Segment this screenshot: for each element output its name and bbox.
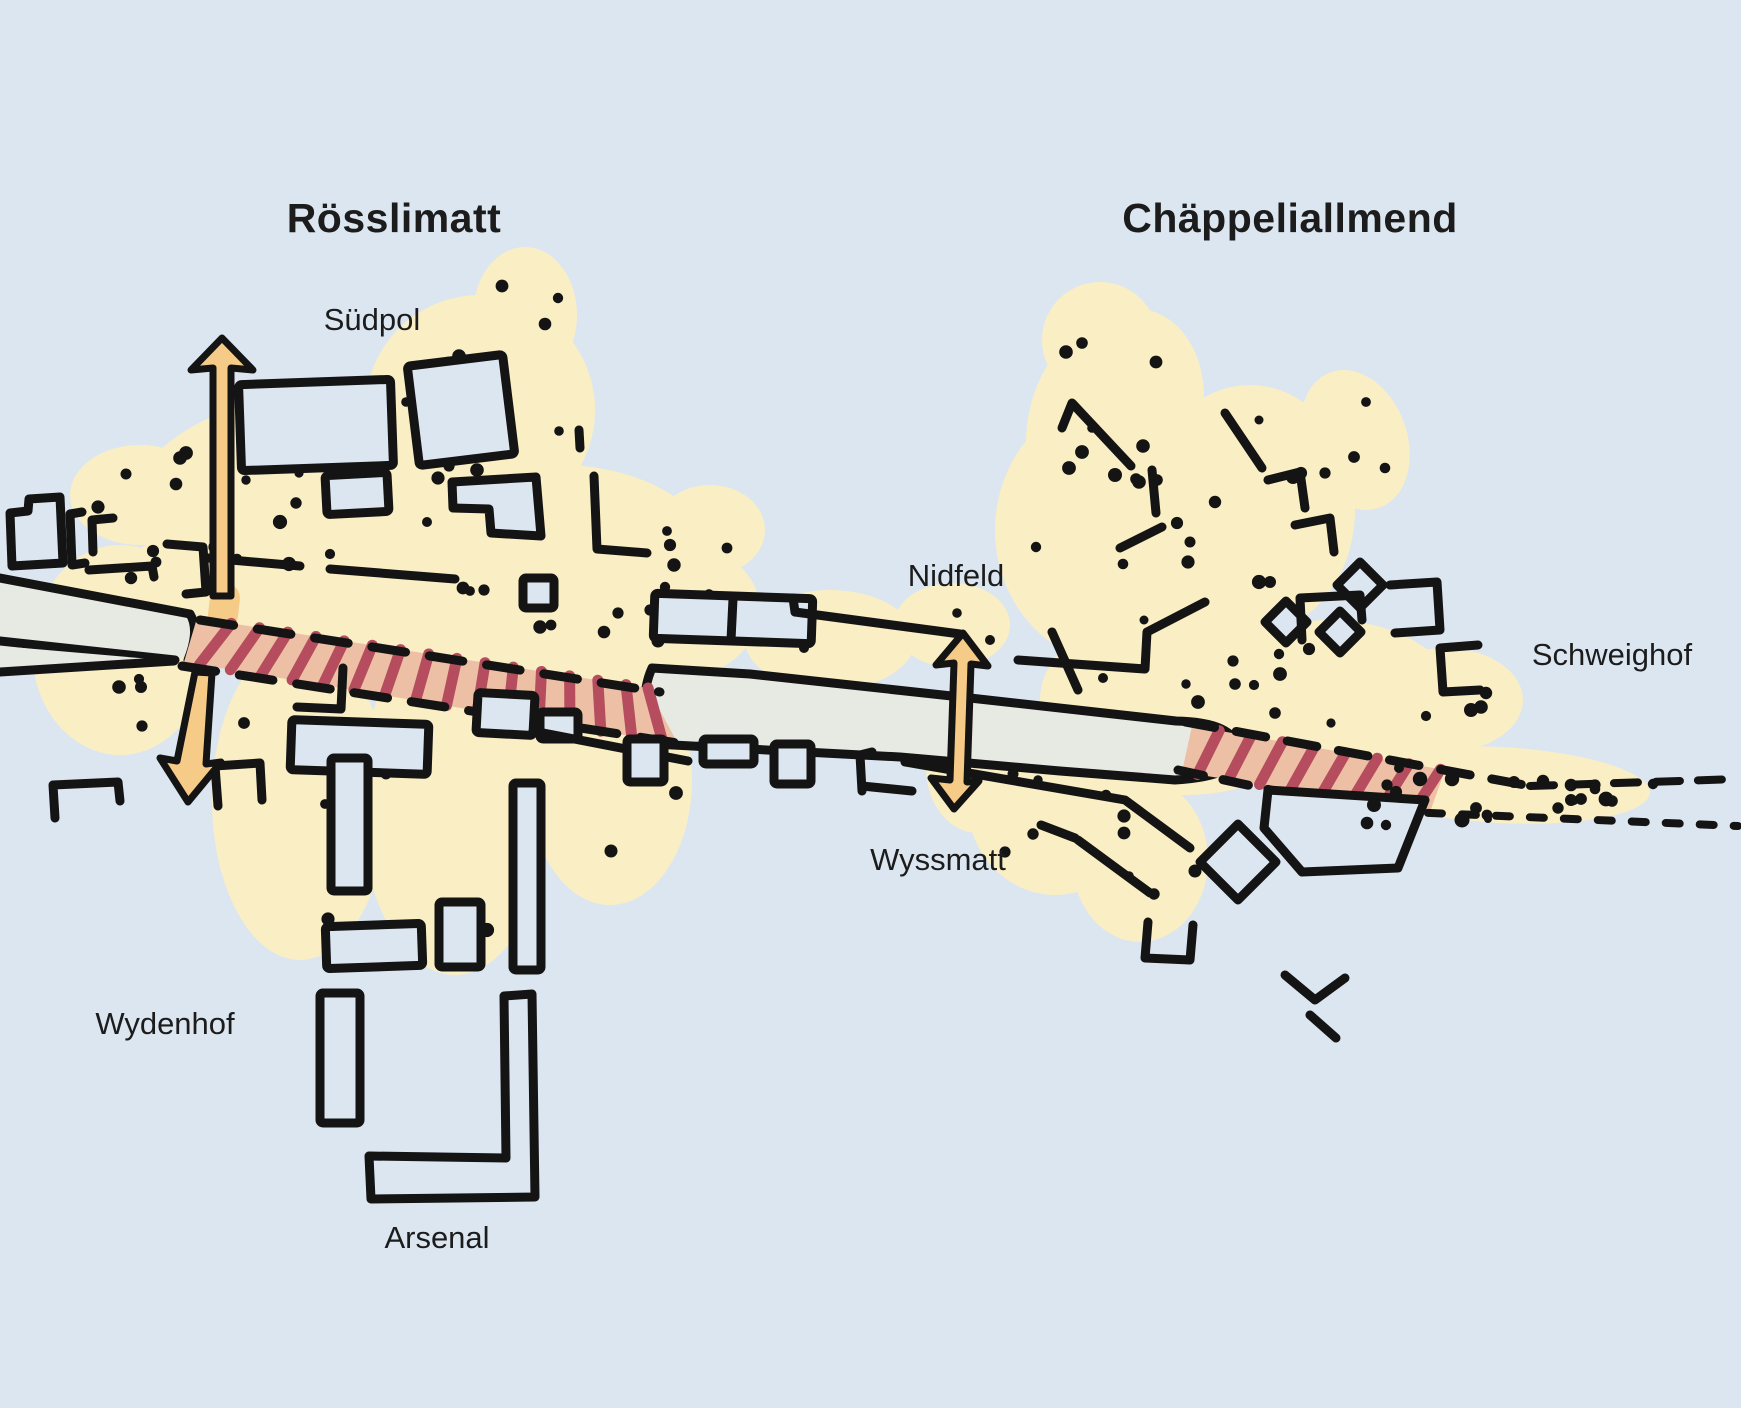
buildings-and-roads [5, 350, 1485, 1204]
label-wyssmatt: Wyssmatt [870, 842, 1006, 877]
label-suedpol: Südpol [324, 302, 421, 337]
label-chaeppeliallmend: Chäppeliallmend [1122, 195, 1458, 241]
label-schweighof: Schweighof [1532, 637, 1693, 672]
flow-arrows [156, 334, 992, 813]
flow-arrow-nidfeld-wyssmatt [927, 629, 992, 813]
dispersal-dots [1360, 763, 1659, 831]
label-nidfeld: Nidfeld [908, 558, 1005, 593]
map-labels: Rösslimatt Chäppeliallmend Südpol Nidfel… [95, 195, 1692, 1255]
flow-arrow-suedpol [187, 334, 257, 600]
label-arsenal: Arsenal [384, 1220, 489, 1255]
flow-arrow-wydenhof [156, 668, 225, 806]
label-wydenhof: Wydenhof [95, 1006, 235, 1041]
label-roesslimatt: Rösslimatt [287, 195, 502, 241]
